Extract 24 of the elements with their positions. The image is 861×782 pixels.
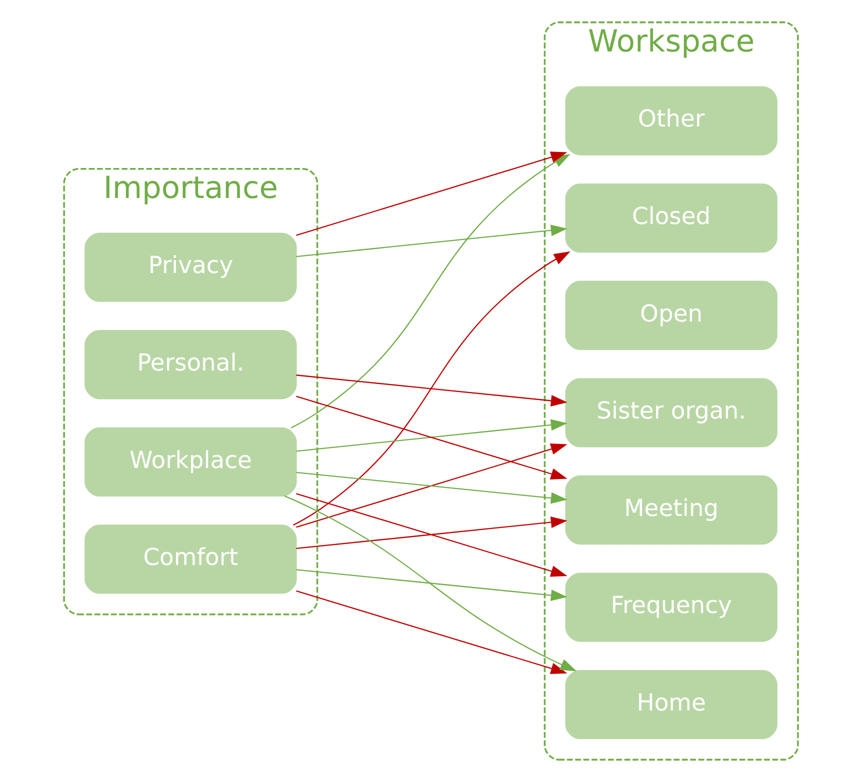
arrow [296, 419, 567, 452]
node-box: Frequency [564, 572, 777, 642]
node-box: Privacy [84, 232, 296, 302]
node-box: Open [564, 280, 777, 350]
arrow [292, 251, 570, 526]
arrow [296, 152, 567, 236]
arrow [284, 495, 576, 672]
arrow [296, 569, 567, 602]
node-box: Meeting [564, 475, 777, 545]
arrow [296, 374, 567, 406]
arrow [296, 224, 567, 258]
node-box: Closed [564, 184, 777, 253]
arrow [296, 516, 567, 550]
node-box: Comfort [84, 524, 296, 594]
arrow [296, 493, 567, 577]
arrow [296, 472, 567, 504]
node-box: Other [564, 86, 777, 156]
arrow [296, 590, 567, 674]
arrow [296, 444, 567, 528]
node-box: Sister organ. [564, 378, 777, 448]
node-box: Workplace [84, 427, 296, 496]
node-box: Home [564, 670, 777, 740]
node-box: Personal. [84, 330, 296, 400]
arrow [296, 396, 567, 480]
